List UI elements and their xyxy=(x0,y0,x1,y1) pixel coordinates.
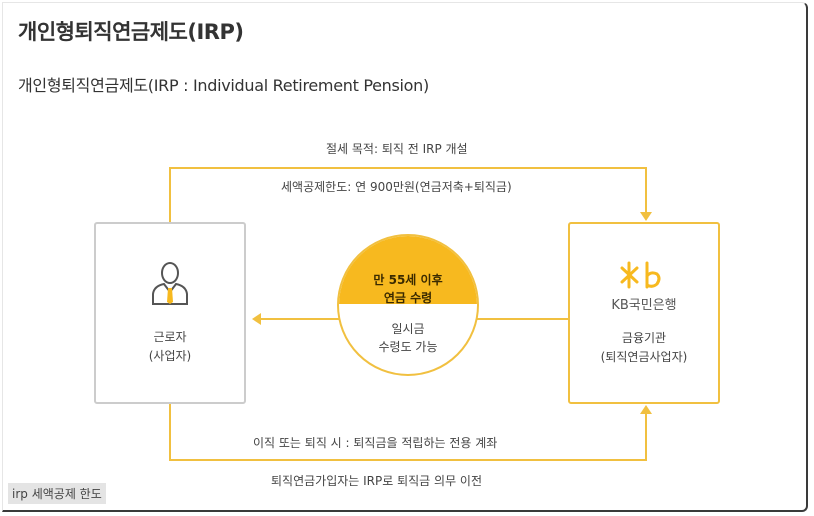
top-arrow-head xyxy=(640,212,652,221)
bottom-flow-line xyxy=(169,404,647,461)
circle-bottom-line1: 일시금 xyxy=(391,322,425,336)
page-subtitle: 개인형퇴직연금제도(IRP : Individual Retirement Pe… xyxy=(18,76,429,95)
bottom-flow-sublabel: 퇴직연금가입자는 IRP로 퇴직금 의무 이전 xyxy=(271,474,483,488)
top-flow-label: 절세 목적: 퇴직 전 IRP 개설 xyxy=(326,142,468,156)
bank-box: KB국민은행 금융기관 (퇴직연금사업자) xyxy=(568,222,720,404)
circle-top-half xyxy=(339,236,477,304)
pension-circle: 만 55세 이후 연금 수령 일시금 수령도 가능 xyxy=(337,234,479,376)
circle-top-line2: 연금 수령 xyxy=(383,291,433,305)
page-title: 개인형퇴직연금제도(IRP) xyxy=(18,20,244,44)
bank-sublabel: (퇴직연금사업자) xyxy=(600,349,688,364)
page-frame xyxy=(2,2,808,512)
top-flow-line xyxy=(169,167,647,222)
circle-top-text: 만 55세 이후 연금 수령 xyxy=(339,271,477,307)
bottom-flow-label: 이직 또는 퇴직 시 : 퇴직금을 적립하는 전용 계좌 xyxy=(253,436,498,450)
circle-bottom-text: 일시금 수령도 가능 xyxy=(339,320,477,356)
image-caption: irp 세액공제 한도 xyxy=(8,483,106,504)
bank-brand: KB국민은행 xyxy=(611,297,677,313)
worker-box: 근로자 (사업자) xyxy=(94,222,246,404)
worker-label: 근로자 xyxy=(153,330,187,344)
circle-top-line1: 만 55세 이후 xyxy=(373,273,443,287)
kb-logo-icon xyxy=(620,261,661,288)
middle-arrow-head xyxy=(252,313,261,325)
bottom-arrow-head xyxy=(640,405,652,414)
bank-label: 금융기관 xyxy=(621,330,667,345)
circle-bottom-line2: 수령도 가능 xyxy=(378,340,438,354)
top-flow-sublabel: 세액공제한도: 연 900만원(연금저축+퇴직금) xyxy=(281,180,512,194)
worker-icon xyxy=(152,262,188,305)
worker-sublabel: (사업자) xyxy=(148,349,192,363)
